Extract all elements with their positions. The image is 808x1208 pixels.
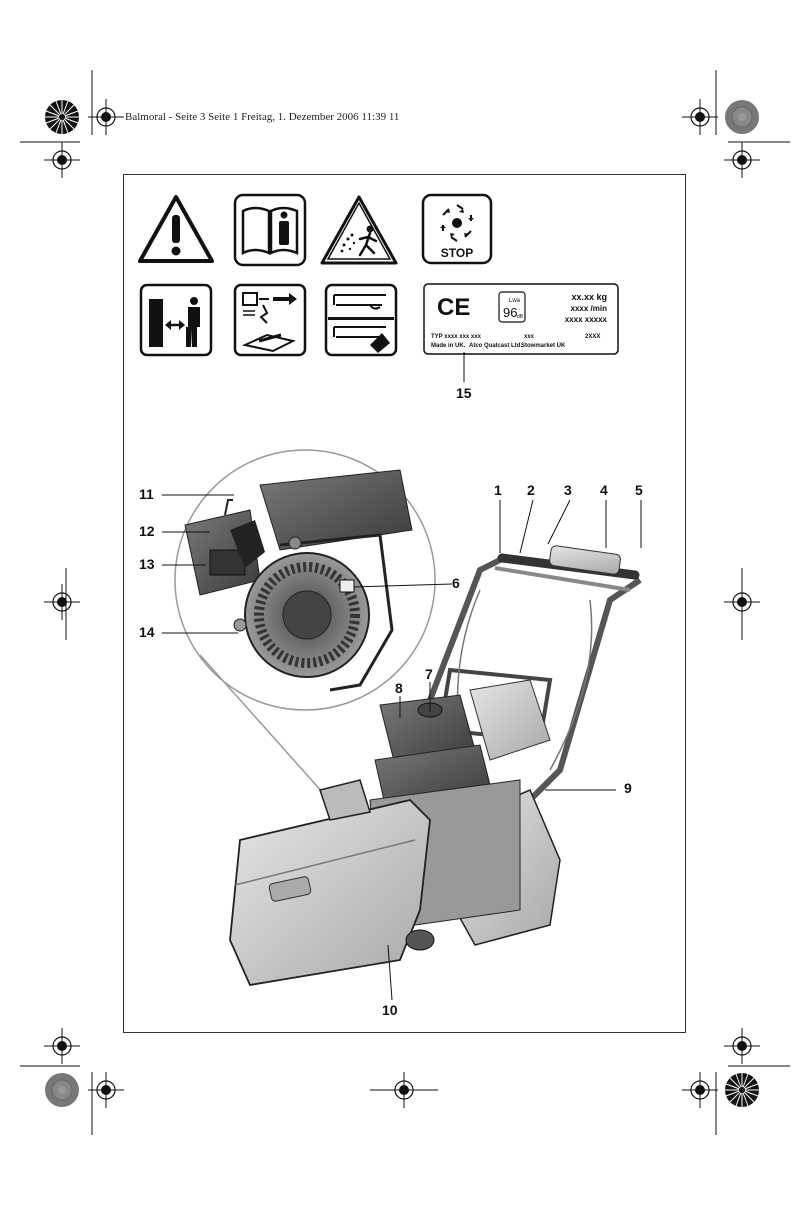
callout-4: 4 — [600, 482, 608, 498]
plate-type-mid: xxx — [524, 334, 535, 340]
page-frame — [123, 174, 686, 1033]
callout-8: 8 — [395, 680, 403, 696]
callout-12: 12 — [139, 523, 155, 539]
plate-made-in: Made in UK. — [431, 343, 466, 349]
warning-triangle-icon — [138, 195, 214, 263]
lawnmower-illustration — [174, 449, 642, 987]
plate-serial: xxxx xxxxx — [565, 315, 608, 324]
leader-line-15 — [463, 352, 465, 382]
callout-2: 2 — [527, 482, 535, 498]
print-slug-line: Balmoral - Seite 3 Seite 1 Freitag, 1. D… — [125, 111, 400, 123]
plate-year: 2XXX — [585, 334, 600, 340]
disconnect-maintenance-icon — [233, 283, 307, 357]
ce-mark: CE — [437, 294, 470, 321]
plate-weight: xx.xx kg — [571, 292, 607, 302]
plate-type: TYP xxxx xxx xxx — [431, 334, 482, 340]
plate-company: Atco Qualcast Ltd. — [469, 343, 522, 349]
sound-value: 96 — [503, 305, 517, 320]
callout-15: 15 — [456, 385, 472, 401]
callout-3: 3 — [564, 482, 572, 498]
callout-6: 6 — [452, 575, 460, 591]
sound-label: Lwa — [509, 298, 521, 304]
sound-unit: dB — [517, 314, 524, 320]
rotating-blades-stop-icon: STOP — [421, 193, 493, 265]
plate-speed: xxxx /min — [571, 304, 608, 313]
hand-blade-warning-icon — [324, 283, 398, 357]
thrown-objects-icon — [320, 195, 398, 265]
plate-city: Stowmarket UK — [521, 343, 566, 349]
callout-1: 1 — [494, 482, 502, 498]
stop-label: STOP — [441, 246, 473, 260]
callout-7: 7 — [425, 666, 433, 682]
callout-14: 14 — [139, 624, 155, 640]
callout-5: 5 — [635, 482, 643, 498]
callout-11: 11 — [139, 486, 154, 502]
read-manual-icon — [233, 193, 307, 267]
keep-distance-icon — [139, 283, 213, 357]
rating-plate: CE Lwa 96 dB xx.xx kg xxxx /min xxxx xxx… — [423, 283, 619, 355]
callout-13: 13 — [139, 556, 155, 572]
callout-9: 9 — [624, 780, 632, 796]
callout-10: 10 — [382, 1002, 398, 1018]
